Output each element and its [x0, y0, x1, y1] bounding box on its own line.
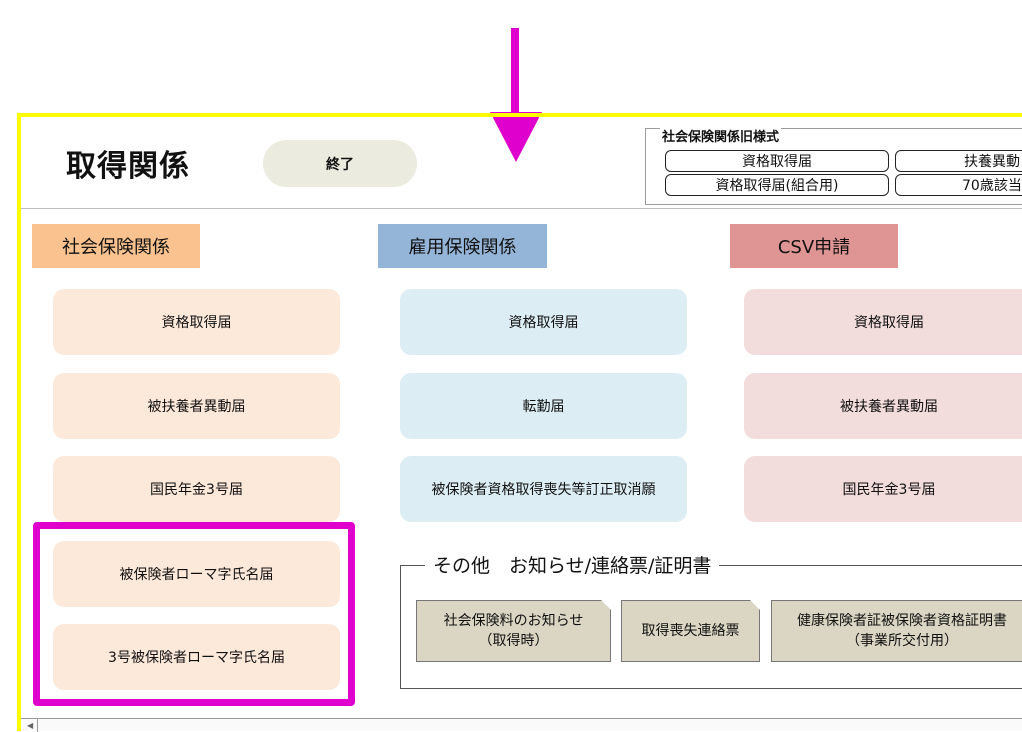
csv-application-header: CSV申請: [730, 224, 898, 268]
employment-insurance-header: 雇用保険関係: [378, 224, 547, 268]
note-line-1: 健康保険者証被保険者資格証明書: [797, 613, 1007, 629]
acquisition-loss-slip-button[interactable]: 取得喪失連絡票: [621, 600, 760, 662]
note-line-1: 社会保険料のお知らせ: [443, 613, 584, 629]
legacy-acquisition-button[interactable]: 資格取得届: [665, 150, 889, 172]
social-pension-no3-button[interactable]: 国民年金3号届: [53, 456, 340, 522]
note-line-2: （事業所交付用）: [846, 633, 958, 649]
employment-acquisition-button[interactable]: 資格取得届: [400, 289, 687, 355]
insurance-notice-button[interactable]: 社会保険料のお知らせ （取得時）: [416, 600, 611, 662]
end-button[interactable]: 終了: [263, 140, 417, 187]
employment-correction-cancel-button[interactable]: 被保険者資格取得喪失等訂正取消願: [400, 456, 687, 522]
employment-transfer-button[interactable]: 転勤届: [400, 373, 687, 439]
note-line-1: 取得喪失連絡票: [641, 623, 740, 639]
other-documents-title: その他 お知らせ/連絡票/証明書: [425, 551, 720, 578]
header-divider: [21, 208, 1022, 209]
social-acquisition-button[interactable]: 資格取得届: [53, 289, 340, 355]
scroll-left-icon[interactable]: ◀: [27, 721, 34, 730]
csv-pension-no3-button[interactable]: 国民年金3号届: [744, 456, 1022, 522]
social-no3-romaji-name-button[interactable]: 3号被保険者ローマ字氏名届: [53, 624, 340, 690]
yellow-highlight-frame: [17, 113, 1022, 731]
csv-dependent-change-button[interactable]: 被扶養者異動届: [744, 373, 1022, 439]
insurance-certificate-button[interactable]: 健康保険者証被保険者資格証明書 （事業所交付用）: [771, 600, 1022, 662]
horizontal-scrollbar[interactable]: ◀: [21, 718, 1022, 732]
scrollbar-divider: [37, 719, 38, 732]
social-insurance-header: 社会保険関係: [32, 224, 200, 268]
social-dependent-change-button[interactable]: 被扶養者異動届: [53, 373, 340, 439]
legacy-forms-group: [645, 128, 1022, 205]
note-line-2: （取得時）: [478, 633, 549, 649]
legacy-acquisition-union-button[interactable]: 資格取得届(組合用): [665, 174, 889, 196]
magenta-highlight-box: [33, 522, 355, 706]
page-title: 取得関係: [66, 149, 190, 184]
annotation-arrow-icon: [490, 28, 542, 162]
csv-acquisition-button[interactable]: 資格取得届: [744, 289, 1022, 355]
social-romaji-name-button[interactable]: 被保険者ローマ字氏名届: [53, 541, 340, 607]
legacy-age-70-button[interactable]: 70歳該当: [895, 174, 1022, 196]
legacy-dependent-change-button[interactable]: 扶養異動: [895, 150, 1022, 172]
legacy-forms-title: 社会保険関係旧様式: [660, 126, 782, 145]
